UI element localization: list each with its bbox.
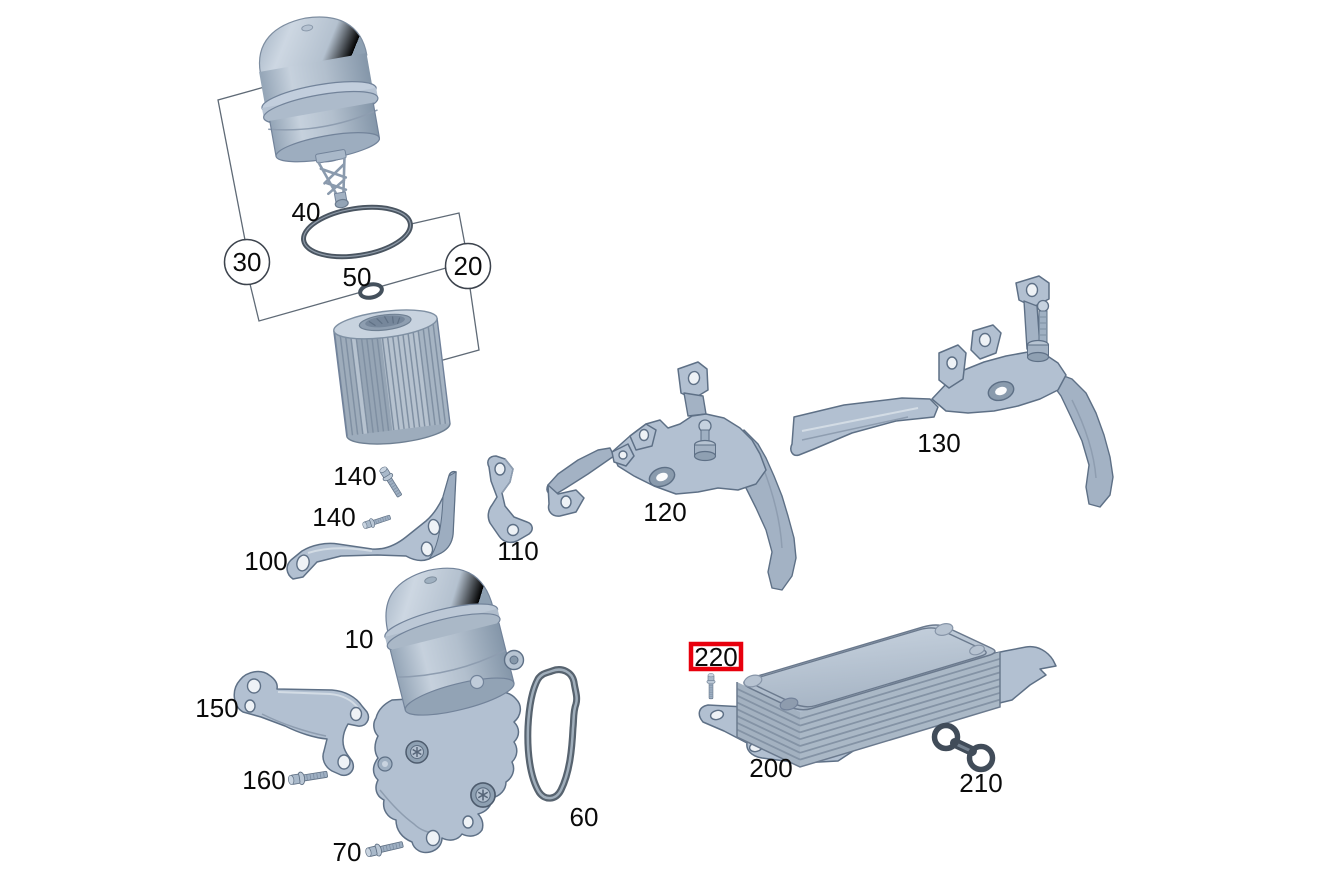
highlight-box-220[interactable] <box>688 641 744 672</box>
part-bracket-150 <box>233 670 370 777</box>
part-oring-seal-50 <box>358 282 384 300</box>
part-label-140b[interactable]: 140 <box>312 502 355 532</box>
part-label-110[interactable]: 110 <box>497 536 538 566</box>
part-label-20[interactable]: 20 <box>454 251 483 281</box>
bubble-circle-20[interactable] <box>444 242 492 290</box>
part-bracket-100 <box>286 470 457 580</box>
part-label-210[interactable]: 210 <box>959 768 1002 798</box>
part-label-200[interactable]: 200 <box>749 753 792 783</box>
part-bolt-140a <box>377 464 405 500</box>
callout-bubble-20[interactable]: 20 <box>444 242 492 290</box>
part-bracket-130 <box>790 275 1114 508</box>
part-label-220[interactable]: 220 <box>694 642 737 672</box>
part-label-60[interactable]: 60 <box>570 802 599 832</box>
part-filter-cover-cap <box>258 16 381 209</box>
part-gasket-60 <box>524 666 581 802</box>
part-label-100[interactable]: 100 <box>244 546 287 576</box>
part-label-150[interactable]: 150 <box>195 693 238 723</box>
part-label-120[interactable]: 120 <box>643 497 686 527</box>
callout-bubble-30[interactable]: 30 <box>223 238 271 286</box>
part-seal-rings-210 <box>931 722 996 773</box>
part-label-130[interactable]: 130 <box>917 428 960 458</box>
part-label-70[interactable]: 70 <box>333 837 362 867</box>
highlighted-callout-220[interactable]: 220 <box>688 641 744 672</box>
part-bolt-70 <box>364 837 405 860</box>
callout-lines <box>217 85 480 366</box>
part-bolt-220 <box>706 673 716 700</box>
part-label-140a[interactable]: 140 <box>333 461 376 491</box>
part-filter-element <box>333 309 451 445</box>
part-bracket-120 <box>546 361 797 591</box>
part-oring-seal-40 <box>301 204 413 260</box>
part-label-10[interactable]: 10 <box>345 624 374 654</box>
part-label-50[interactable]: 50 <box>343 262 372 292</box>
part-oil-cooler <box>698 623 1057 768</box>
part-filter-housing <box>372 567 525 854</box>
part-bolt-160 <box>287 767 329 788</box>
part-bracket-110 <box>487 455 533 544</box>
part-label-30[interactable]: 30 <box>233 247 262 277</box>
bubble-circle-30[interactable] <box>223 238 271 286</box>
part-label-160[interactable]: 160 <box>242 765 285 795</box>
part-label-40[interactable]: 40 <box>292 197 321 227</box>
part-bolt-140b <box>361 512 392 531</box>
